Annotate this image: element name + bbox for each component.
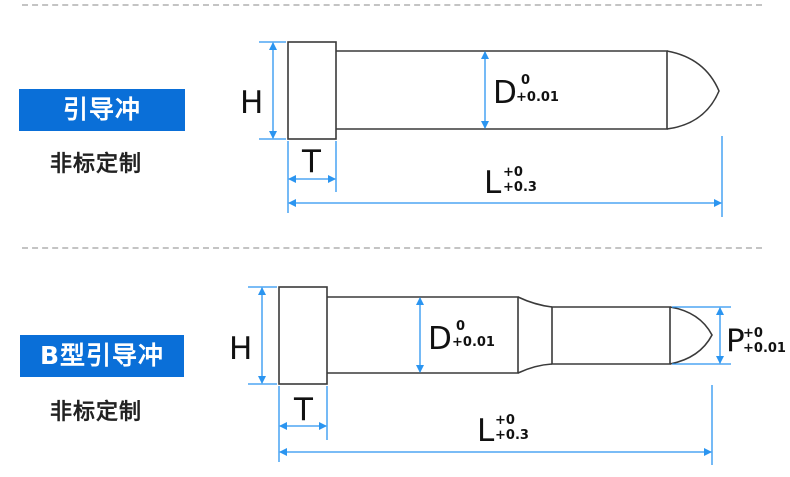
punch-shaft	[336, 50, 668, 130]
p-symbol: P	[726, 323, 745, 359]
section-2-subtitle: 非标定制	[50, 400, 143, 425]
punch-taper	[517, 296, 553, 374]
d-lower-tolerance: +0.01	[452, 335, 495, 350]
section-1-subtitle: 非标定制	[50, 152, 143, 177]
p-lower-tolerance: +0.01	[743, 341, 786, 356]
punch-head	[287, 41, 337, 140]
l-symbol: L	[477, 413, 495, 449]
h-label: H	[240, 85, 263, 121]
h-label: H	[229, 331, 252, 367]
section-2-title-badge: B型引导冲	[20, 335, 184, 377]
section-1-title-badge: 引导冲	[19, 89, 185, 131]
middle-divider	[22, 247, 762, 249]
d-upper-tolerance: 0	[456, 319, 465, 334]
punch-tip	[669, 306, 713, 365]
l-upper-tolerance: +0	[503, 165, 523, 180]
d-upper-tolerance: 0	[521, 73, 530, 88]
punch-tip	[666, 50, 720, 130]
top-divider	[22, 4, 762, 6]
punch-head	[278, 286, 328, 385]
l-lower-tolerance: +0.3	[495, 428, 529, 443]
d-symbol: D	[428, 321, 452, 357]
guide-punch-drawing: H T D 0 +0.01 L +0 +0.3	[240, 41, 723, 217]
d-lower-tolerance: +0.01	[516, 90, 559, 105]
p-upper-tolerance: +0	[743, 326, 763, 341]
d-symbol: D	[493, 75, 517, 111]
t-label: T	[301, 144, 322, 180]
l-symbol: L	[484, 165, 502, 201]
l-lower-tolerance: +0.3	[503, 180, 537, 195]
t-label: T	[293, 392, 314, 428]
b-type-guide-punch-drawing: H T D 0 +0.01 P +0 +0.01 L +0 +0.3	[229, 286, 786, 465]
punch-pilot	[551, 306, 671, 365]
l-upper-tolerance: +0	[495, 413, 515, 428]
